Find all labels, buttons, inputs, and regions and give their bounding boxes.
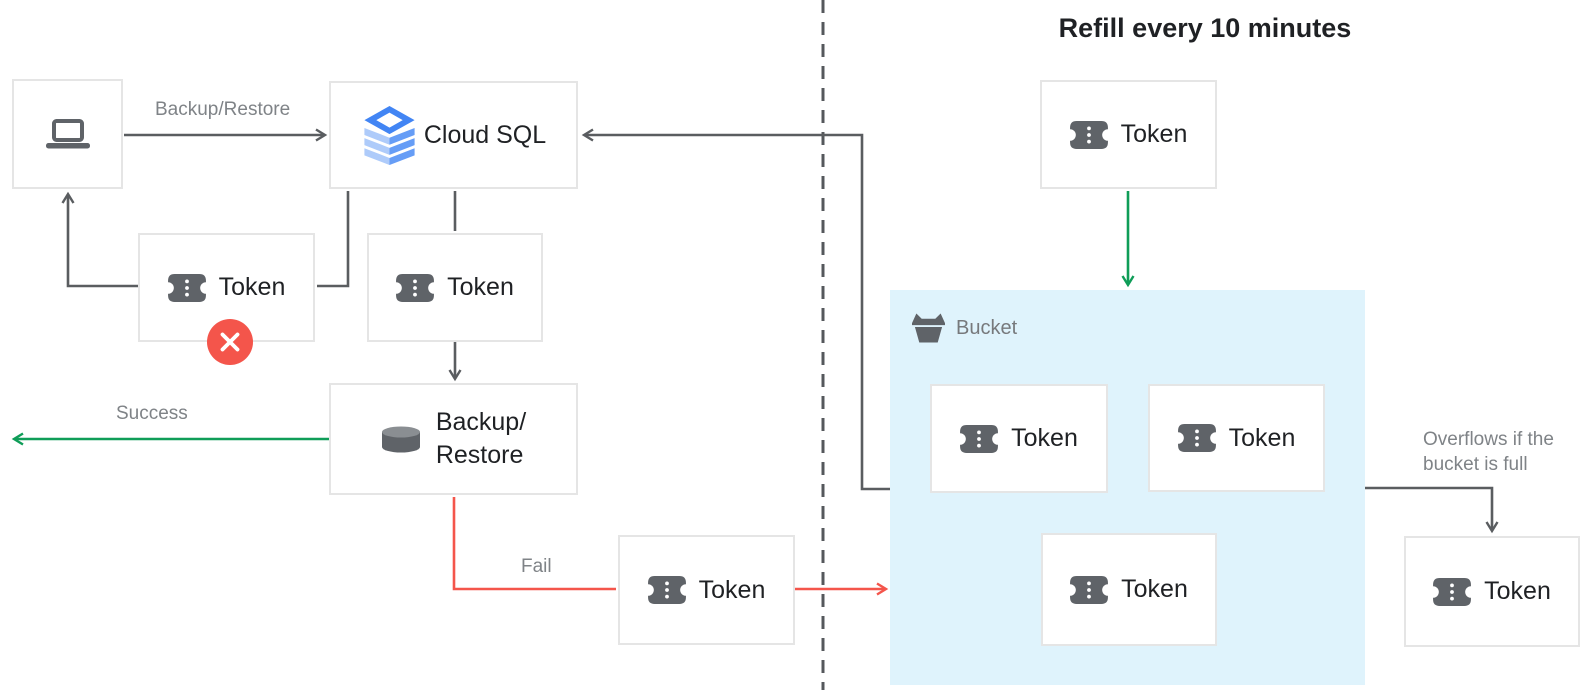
client-box <box>12 79 123 189</box>
token-box-fail: Token <box>618 535 795 645</box>
bucket-label-text: Bucket <box>956 316 1018 339</box>
token-label: Token <box>698 575 766 604</box>
line-cloudsql-to-denied-token <box>317 191 350 288</box>
token-icon <box>1433 577 1472 606</box>
backup-restore-arrow-label: Backup/Restore <box>155 99 291 120</box>
token-label: Token <box>1011 424 1078 452</box>
backup-restore-label: Backup/ Restore <box>436 406 526 472</box>
overflow-label: Overflows if the bucket is full <box>1423 427 1554 477</box>
token-icon <box>167 273 206 302</box>
token-icon <box>647 576 686 604</box>
token-icon <box>396 273 435 302</box>
backup-restore-label-line1: Backup/ <box>435 408 527 436</box>
laptop-icon <box>45 118 90 150</box>
token-label: Token <box>447 273 514 301</box>
backup-restore-label-line2: Restore <box>435 441 524 469</box>
token-icon <box>1070 575 1109 604</box>
token-box-bucket-1: Token <box>930 384 1108 493</box>
token-box-refill: Token <box>1040 80 1217 189</box>
overflow-label-line2: bucket is full <box>1423 454 1528 475</box>
token-label: Token <box>1120 120 1188 148</box>
token-label: Token <box>218 273 286 301</box>
arrow-bucket-overflow <box>1365 486 1499 534</box>
token-icon <box>960 424 999 453</box>
bucket-icon <box>912 313 945 343</box>
overflow-label-line1: Overflows if the <box>1423 429 1554 450</box>
database-icon <box>381 426 421 453</box>
cloud-sql-box: Cloud SQL <box>329 81 578 189</box>
success-label: Success <box>116 403 188 424</box>
token-icon <box>1069 120 1108 149</box>
token-box-bucket-3: Token <box>1041 533 1217 646</box>
cloud-sql-icon <box>361 105 418 165</box>
diagram-title: Refill every 10 minutes <box>1058 13 1352 43</box>
arrow-bucket-to-cloudsql <box>581 128 890 491</box>
token-box-overflow: Token <box>1404 536 1580 647</box>
bucket-label: Bucket <box>912 313 1017 343</box>
arrow-denied-token-to-client <box>61 191 138 288</box>
token-label: Token <box>1121 575 1188 603</box>
token-box-bucket-2: Token <box>1148 384 1325 492</box>
token-box-consumed: Token <box>367 233 543 342</box>
fail-label: Fail <box>521 556 552 577</box>
token-label: Token <box>1228 423 1296 452</box>
error-x-icon <box>207 319 253 365</box>
cloud-sql-label: Cloud SQL <box>423 120 547 149</box>
backup-restore-box: Backup/ Restore <box>329 383 578 495</box>
token-icon <box>1177 424 1216 452</box>
token-label: Token <box>1484 577 1551 605</box>
